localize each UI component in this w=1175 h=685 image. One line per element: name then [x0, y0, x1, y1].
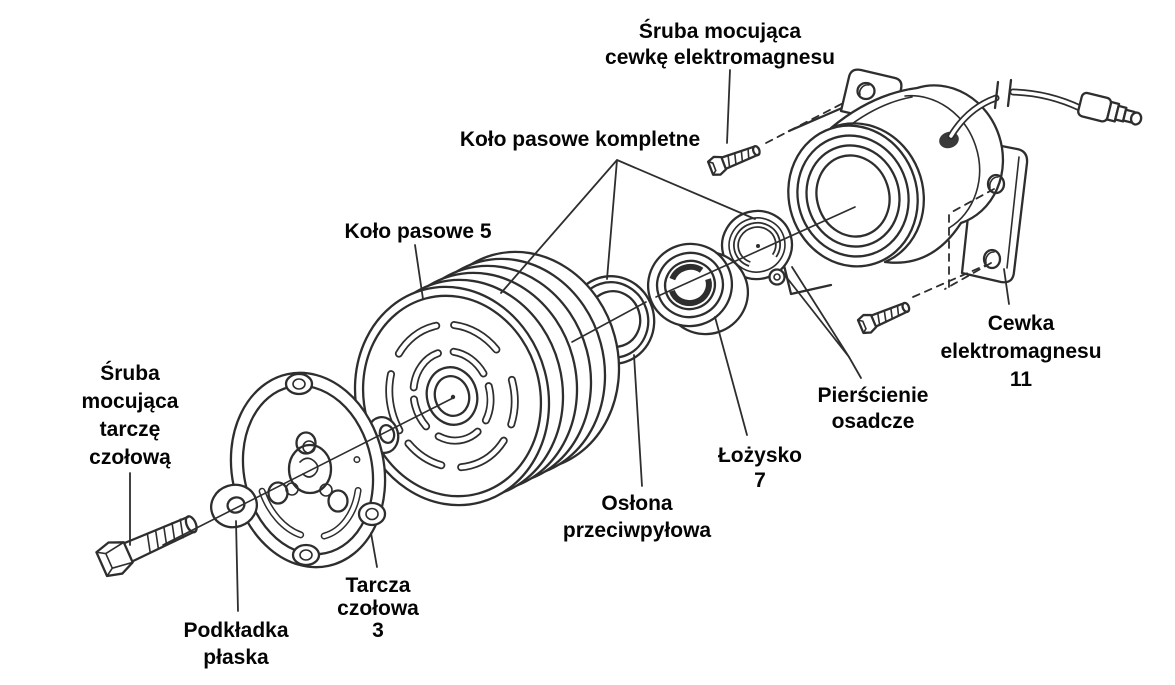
label-line: cewkę elektromagnesu — [605, 46, 835, 69]
part-main-bolt — [95, 515, 198, 578]
label-line: czołowa — [337, 597, 419, 620]
label-line: przeciwpyłowa — [563, 519, 712, 542]
assembly-axis-line — [162, 206, 856, 546]
wire-break-marks — [993, 78, 1013, 110]
label-line: 11 — [1010, 368, 1033, 391]
plate-damper-lugs — [284, 372, 387, 567]
wire-connector — [1077, 91, 1143, 126]
label-line: Śruba mocująca — [639, 19, 802, 43]
label-line: tarczę — [100, 418, 161, 441]
part-coil-bolt-bottom — [856, 301, 911, 335]
label-line: Pierścienie — [818, 384, 929, 407]
label-line: elektromagnesu — [940, 340, 1101, 363]
label-line: osadcze — [832, 410, 915, 433]
label-oslona: Osłona przeciwpyłowa — [563, 492, 712, 542]
label-line: Koło pasowe kompletne — [460, 128, 700, 151]
label-kolo-kompletne: Koło pasowe kompletne — [460, 128, 700, 151]
leader-lines — [129, 69, 1010, 612]
coil-bracket-holes — [912, 173, 1006, 298]
plate-hole — [295, 431, 317, 455]
label-pierscienie: Pierścienie osadcze — [818, 384, 929, 433]
label-kolo-pasowe-5: Koło pasowe 5 — [344, 220, 491, 243]
snap-ring-edge-on — [783, 266, 850, 358]
label-podkladka: Podkładka płaska — [183, 619, 288, 669]
label-line: 3 — [372, 619, 384, 642]
coil-wire — [947, 78, 1143, 140]
snap-ring-ear — [768, 268, 786, 286]
part-coil-bolt-top — [706, 144, 761, 176]
label-line: Śruba — [100, 361, 160, 385]
part-washer — [210, 483, 258, 529]
label-lozysko-7: Łożysko 7 — [718, 444, 802, 492]
label-line: Podkładka — [183, 619, 288, 642]
label-sruba-tarcza: Śruba mocująca tarczę czołową — [82, 361, 179, 469]
label-line: Tarcza — [346, 574, 411, 597]
label-line: mocująca — [82, 390, 179, 413]
label-line: Koło pasowe 5 — [344, 220, 491, 243]
bolt-path-dashed-top — [765, 98, 852, 144]
plate-hole — [327, 489, 349, 513]
label-line: Osłona — [601, 492, 673, 515]
part-bearing — [646, 242, 750, 336]
part-pulley — [353, 250, 621, 507]
label-sruba-cewka: Śruba mocująca cewkę elektromagnesu — [605, 19, 835, 69]
label-line: 7 — [754, 469, 766, 492]
label-tarcza-3: Tarcza czołowa 3 — [337, 574, 419, 642]
label-cewka-11: Cewka elektromagnesu 11 — [940, 312, 1101, 391]
plate-hub-bore — [287, 443, 333, 495]
label-line: czołową — [89, 446, 171, 469]
label-line: Cewka — [988, 312, 1055, 335]
label-line: Łożysko — [718, 444, 802, 467]
label-line: płaska — [203, 646, 269, 669]
